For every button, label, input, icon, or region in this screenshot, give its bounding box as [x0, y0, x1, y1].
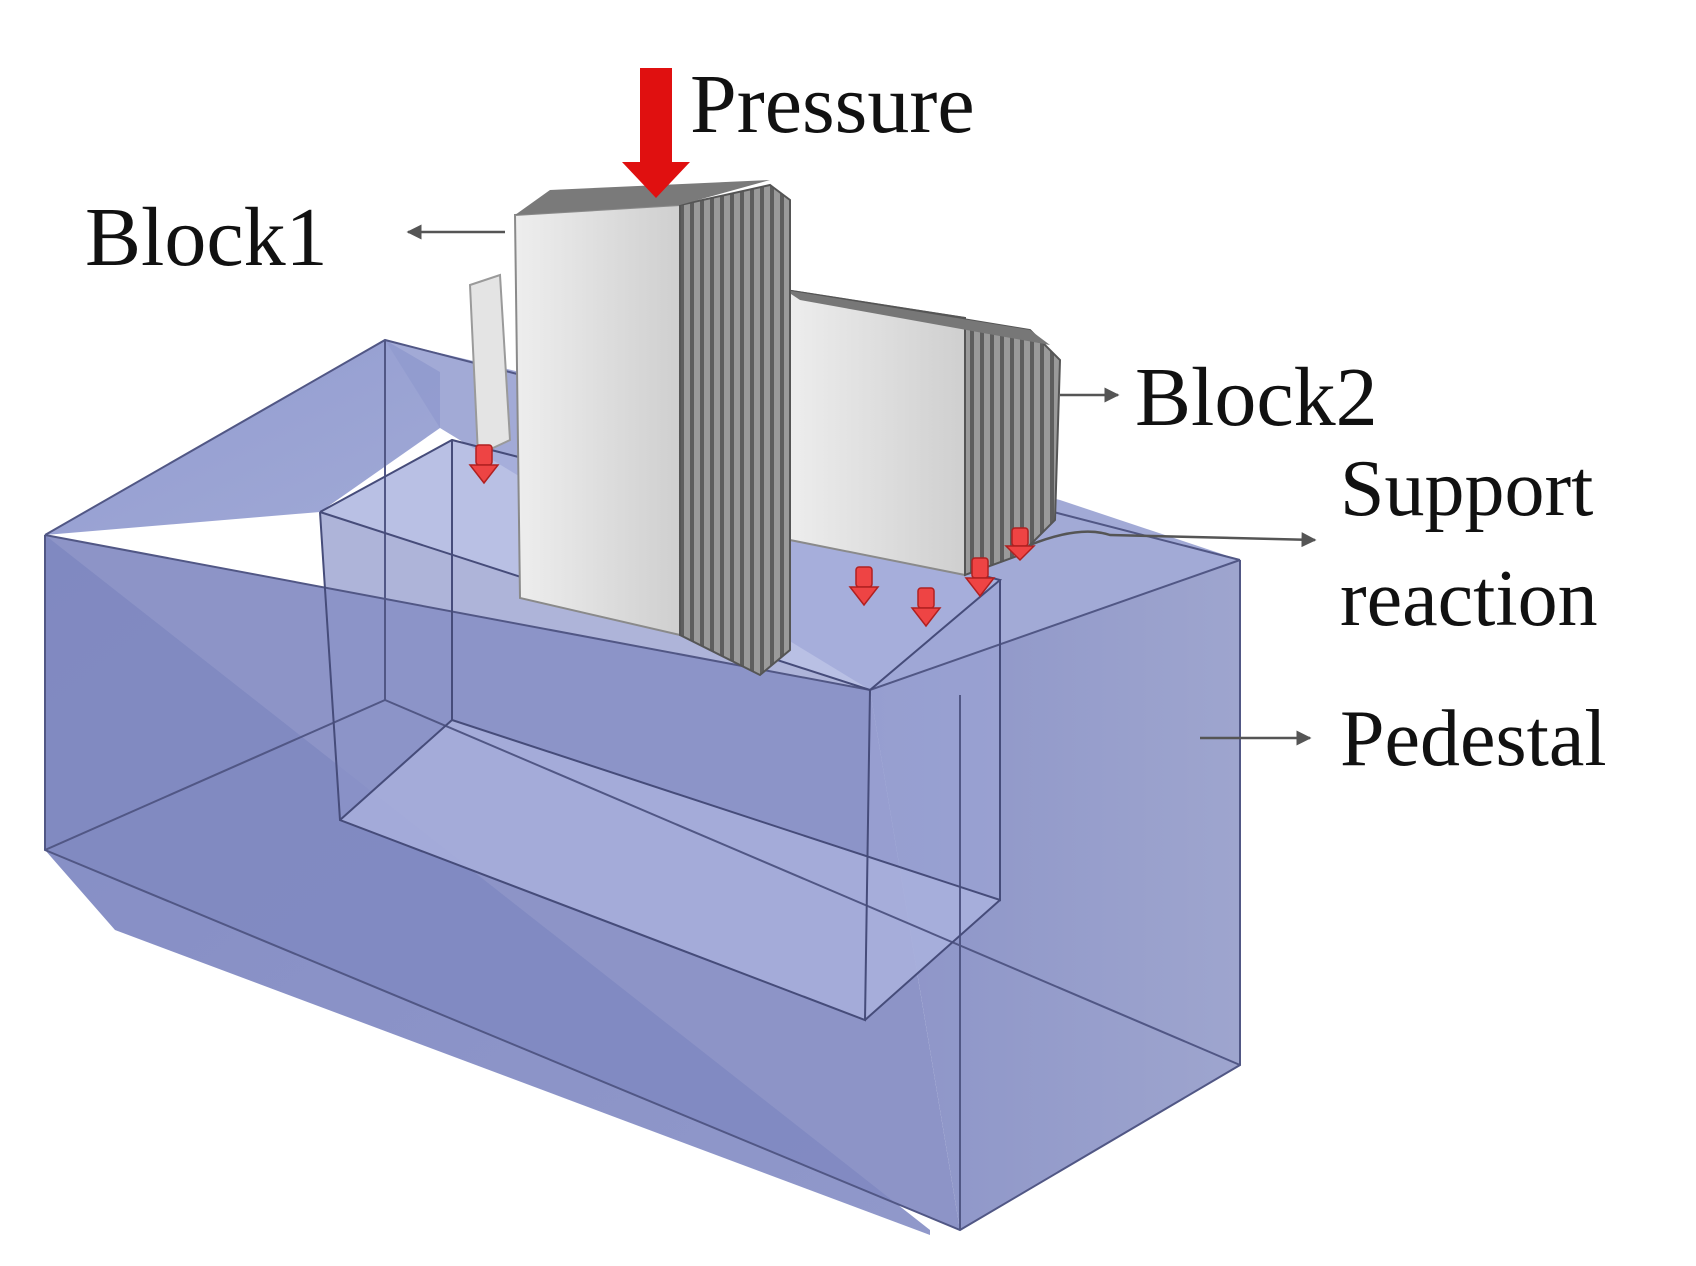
support-reaction-arrows: [468, 444, 1036, 628]
block2-label: Block2: [1135, 351, 1378, 444]
support-arrow: [1004, 527, 1036, 562]
pedestal-label: Pedestal: [1340, 695, 1607, 783]
support-arrow: [910, 587, 942, 628]
pedestal: [44, 338, 1241, 1235]
support-reaction-label-line2: reaction: [1340, 555, 1598, 643]
support-arrow: [964, 557, 996, 598]
pressure-arrow: [622, 68, 690, 198]
block1-front-face: [513, 203, 681, 637]
block1: [513, 180, 791, 677]
pressure-label: Pressure: [690, 58, 975, 151]
support-arrow: [468, 444, 500, 485]
block2-front-face: [783, 288, 966, 577]
support-reaction-label-line1: Support: [1340, 445, 1593, 533]
support-arrow: [848, 566, 880, 607]
pedestal-top-face: [45, 340, 440, 535]
block2-back-face: [468, 273, 512, 457]
block2: [468, 273, 1062, 577]
block1-label: Block1: [85, 191, 328, 284]
support-leader-arrow: [1029, 530, 1317, 548]
block1-ribbed-side: [679, 183, 791, 677]
